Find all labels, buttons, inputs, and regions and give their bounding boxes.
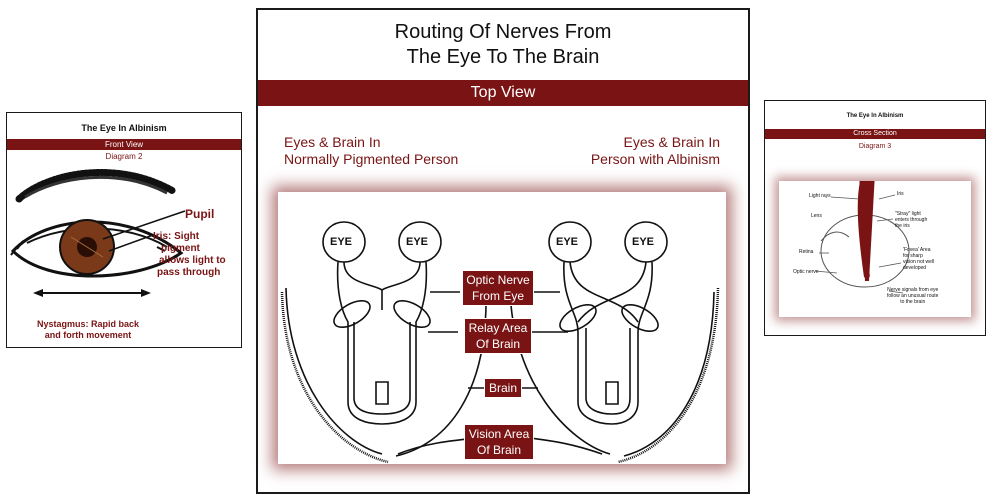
- left-card-title: The Eye In Albinism: [7, 123, 241, 133]
- right-card-title: The Eye In Albinism: [765, 113, 985, 119]
- cross-section-frame: Light rays Iris Lens "Stray" light enter…: [779, 181, 971, 317]
- top-view-bar: Top View: [258, 80, 748, 106]
- eye-label-1: EYE: [330, 236, 352, 248]
- nystagmus-label: Nystagmus: Rapid back and forth movement: [13, 319, 163, 341]
- left-heading: Eyes & Brain In Normally Pigmented Perso…: [284, 134, 458, 168]
- iris-label: Iris: Sight pigment allows light to pass…: [153, 231, 226, 279]
- stray-light-label: "Stray" light enters through the iris: [895, 211, 927, 229]
- right-heading: Eyes & Brain In Person with Albinism: [591, 134, 720, 168]
- left-diagram-card: The Eye In Albinism Front View Diagram 2…: [6, 112, 242, 348]
- optic-nerve-small-label: Optic nerve: [793, 269, 819, 275]
- lens-label: Lens: [811, 213, 822, 219]
- brain-label: Brain: [484, 378, 522, 398]
- eye-label-3: EYE: [556, 236, 578, 248]
- relay-area-label: Relay Area Of Brain: [464, 318, 532, 354]
- right-card-bar: Cross Section: [765, 129, 985, 139]
- brain-diagram-frame: EYE EYE EYE EYE Optic Nerve From Eye Rel…: [278, 192, 726, 464]
- eye-label-2: EYE: [406, 236, 428, 248]
- pupil-label: Pupil: [185, 207, 214, 221]
- nerve-signals-label: Nerve signals from eye follow an unusual…: [887, 287, 938, 305]
- iris-small-label: Iris: [897, 191, 904, 197]
- optic-nerve-label: Optic Nerve From Eye: [462, 270, 534, 306]
- retina-label: Retina: [799, 249, 813, 255]
- fovea-label: 'Fovea' Area for sharp vision not well d…: [903, 247, 934, 271]
- main-title: Routing Of Nerves From The Eye To The Br…: [258, 20, 748, 70]
- right-diagram-card: The Eye In Albinism Cross Section Diagra…: [764, 100, 986, 336]
- vision-area-label: Vision Area Of Brain: [464, 424, 534, 460]
- main-diagram-panel: Routing Of Nerves From The Eye To The Br…: [256, 8, 750, 494]
- light-rays-label: Light rays: [809, 193, 831, 199]
- eye-label-4: EYE: [632, 236, 654, 248]
- right-card-subtitle: Diagram 3: [765, 143, 985, 150]
